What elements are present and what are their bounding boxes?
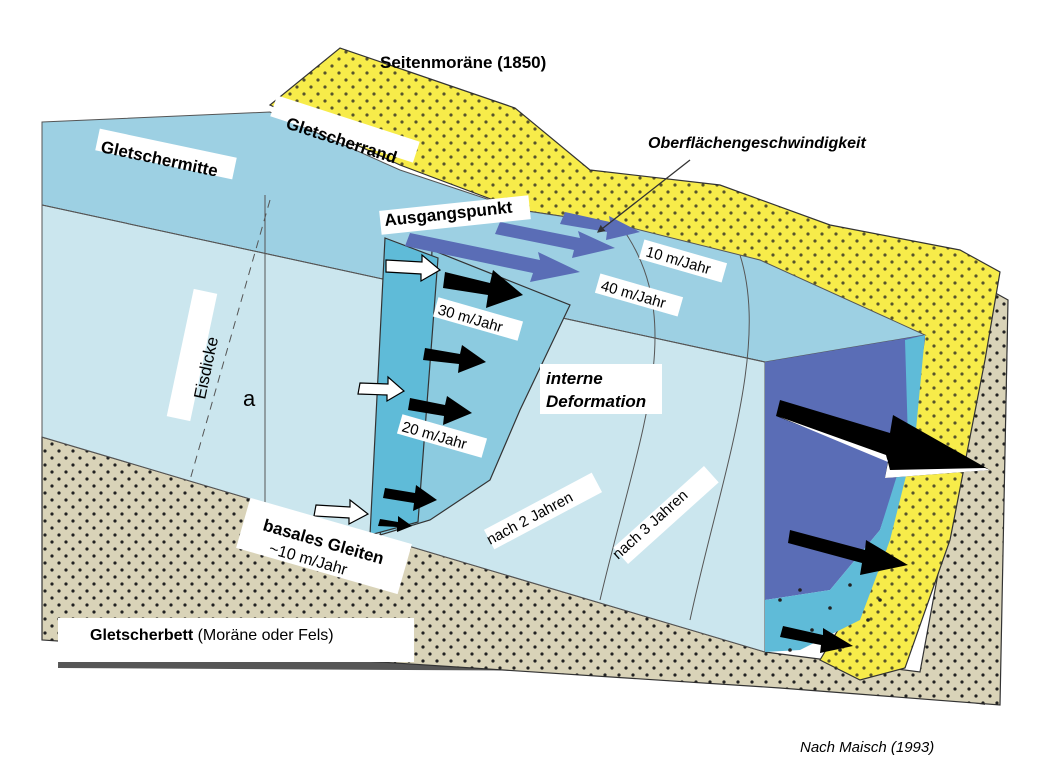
velocity-arrow-20: [408, 396, 472, 425]
velocity-arrow-mid1: [423, 345, 486, 373]
label-bg-30: [432, 297, 524, 341]
label-bg-thickness: [166, 288, 218, 422]
velocity-arrow-low1: [383, 485, 437, 511]
internal-deformation-label-2: Deformation: [546, 392, 646, 411]
surface-arrow-1: [405, 233, 580, 282]
front-arrow-mid: [788, 530, 908, 575]
label-bg-bed: [58, 618, 414, 662]
glacier-bed-label-bold: Gletscherbett: [90, 627, 194, 644]
front-arrow-low: [780, 626, 853, 653]
sliding-arrow-2: [357, 375, 406, 403]
sliding-arrow-3: [313, 498, 370, 525]
label-bg-2years: [483, 472, 603, 550]
surface-arrow-2: [495, 222, 615, 258]
label-bg-10: [638, 239, 728, 283]
surface-velocity-pointer: [596, 159, 691, 233]
label-bg-40: [594, 273, 684, 317]
label-bg-edge: [270, 95, 420, 163]
label-bg-3years: [613, 466, 719, 564]
ice-cross-section-light: [765, 335, 925, 652]
ice-thickness-dashed: [189, 199, 271, 481]
glacier-bed-dots: [42, 290, 1008, 705]
glacier-bed-label-rest: (Moräne oder Fels): [193, 627, 334, 644]
lateral-moraine-label: Seitenmoräne (1850): [380, 53, 546, 72]
front-arrow-top: [776, 400, 990, 478]
surface-velocity-label: Oberflächengeschwindigkeit: [648, 135, 867, 152]
velocity-arrow-low2: [378, 516, 412, 532]
source-label: Nach Maisch (1993): [800, 739, 934, 756]
label-bg-20: [396, 414, 488, 458]
ice-cross-section: [765, 335, 925, 600]
label-bg-center: [95, 128, 237, 180]
basal-sliding-block: [369, 237, 439, 536]
velocity-arrow-30: [443, 270, 523, 308]
sliding-arrow-1: [385, 253, 442, 283]
label-bg-sliding: [236, 497, 412, 595]
curve-3-years: [689, 254, 750, 621]
point-a-label: a: [243, 386, 256, 411]
glacier-bed-label: Gletscherbett (Moräne oder Fels): [90, 627, 334, 644]
internal-deformation-label-1: interne: [546, 369, 603, 388]
label-bg-start: [379, 195, 531, 235]
lateral-moraine-dots: [270, 48, 1000, 680]
ice-dots: [778, 583, 882, 652]
label-bg-deformation: [540, 364, 662, 414]
